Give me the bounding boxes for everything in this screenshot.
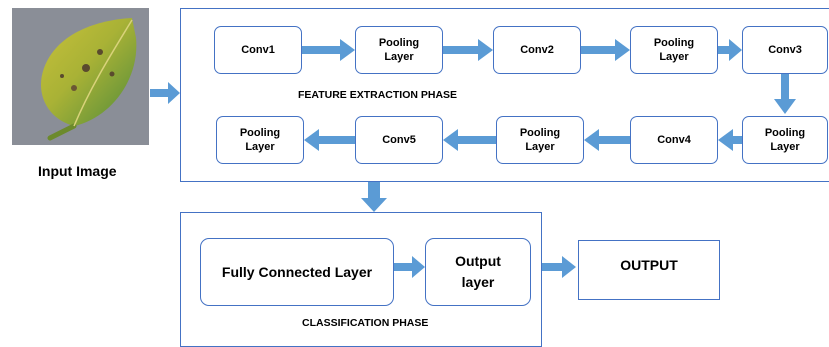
arrow-feature-to-classification [361, 182, 387, 212]
conv1-box: Conv1 [214, 26, 302, 74]
pooling-layer-4-box: Pooling Layer [496, 116, 584, 164]
conv2-box: Conv2 [493, 26, 581, 74]
classification-label: CLASSIFICATION PHASE [302, 317, 429, 329]
fully-connected-layer-box: Fully Connected Layer [200, 238, 394, 306]
arrow-conv2-pool2 [581, 39, 630, 61]
pooling-layer-2-box: Pooling Layer [630, 26, 718, 74]
conv3-box: Conv3 [742, 26, 828, 74]
conv5-box: Conv5 [355, 116, 443, 164]
arrow-conv5-pool5 [304, 129, 355, 151]
input-image [12, 8, 149, 145]
arrow-conv3-pool3 [774, 74, 796, 114]
arrow-conv4-pool4 [584, 129, 630, 151]
pooling-layer-1-box: Pooling Layer [355, 26, 443, 74]
arrow-conv1-pool1 [302, 39, 355, 61]
pooling-layer-3-box: Pooling Layer [742, 116, 828, 164]
arrow-pool2-conv3 [718, 39, 742, 61]
leaf-stem [47, 123, 77, 141]
pooling-layer-5-box: Pooling Layer [216, 116, 304, 164]
feature-extraction-label: FEATURE EXTRACTION PHASE [298, 89, 458, 101]
arrow-input-to-feature [150, 82, 180, 104]
leaf-shape [40, 18, 137, 126]
arrow-pool1-conv2 [443, 39, 493, 61]
arrow-classification-to-output [542, 256, 576, 278]
conv4-box: Conv4 [630, 116, 718, 164]
arrow-fc-to-output-layer [394, 256, 425, 278]
output-box: OUTPUT [578, 240, 720, 300]
feature-extraction-panel [180, 8, 829, 182]
output-layer-box: Output layer [425, 238, 531, 306]
input-image-caption: Input Image [38, 163, 117, 179]
arrow-pool3-conv4 [718, 129, 742, 151]
arrow-pool4-conv5 [443, 129, 496, 151]
